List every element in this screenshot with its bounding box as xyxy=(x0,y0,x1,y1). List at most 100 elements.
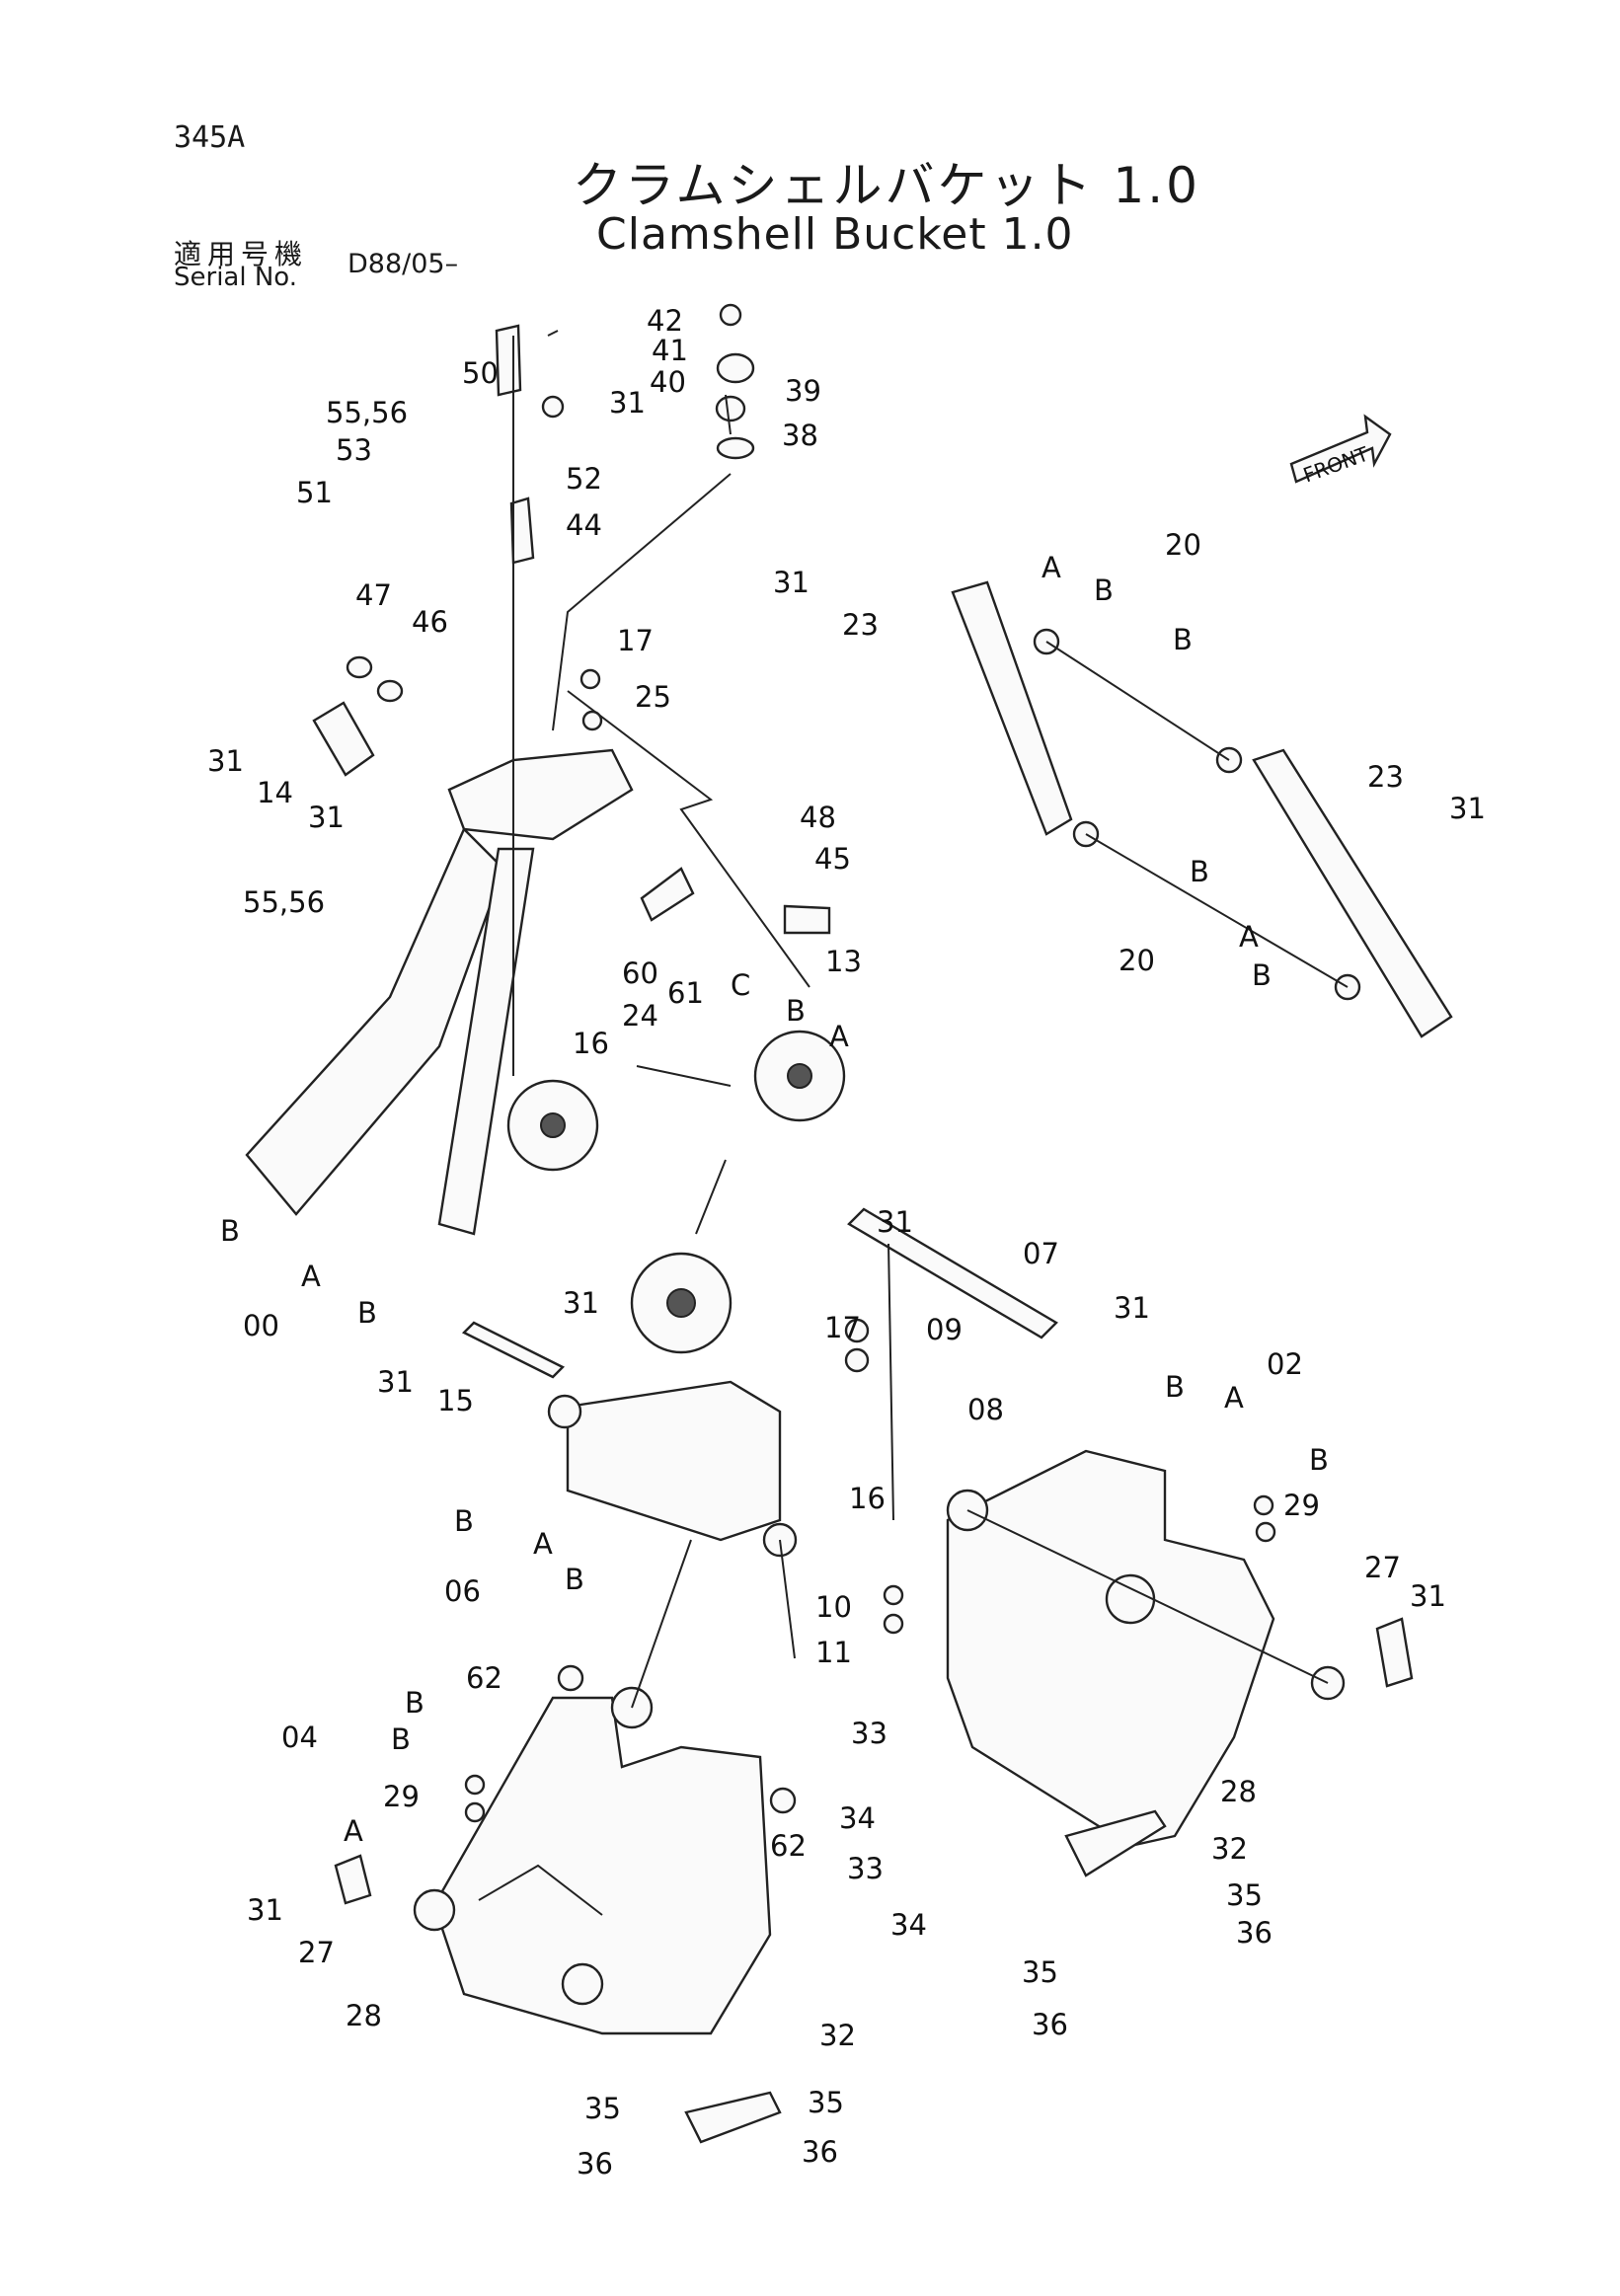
callout-a-2: A xyxy=(829,1020,849,1053)
callout-14: 14 xyxy=(257,776,293,809)
callout-04: 04 xyxy=(281,1721,318,1754)
callout-39: 39 xyxy=(785,374,821,408)
callout-b-6: B xyxy=(220,1214,240,1248)
callout-31-c: 31 xyxy=(207,744,244,778)
callout-25: 25 xyxy=(635,680,671,714)
callout-31-h: 31 xyxy=(563,1286,599,1320)
callout-23-a: 23 xyxy=(842,608,879,642)
callout-45: 45 xyxy=(814,842,851,876)
callout-b-1: B xyxy=(1094,574,1114,607)
callout-36-a: 36 xyxy=(1236,1916,1273,1950)
callout-31-i: 31 xyxy=(377,1365,414,1399)
title-english: Clamshell Bucket 1.0 xyxy=(596,209,1074,260)
callout-09: 09 xyxy=(926,1313,963,1346)
serial-label-japanese: 適用号機 xyxy=(174,238,309,270)
callout-62-a: 62 xyxy=(466,1661,502,1695)
callout-31-d: 31 xyxy=(308,801,345,834)
callout-34-a: 34 xyxy=(839,1801,876,1835)
callout-33-b: 33 xyxy=(847,1852,884,1885)
callout-b-3: B xyxy=(786,994,806,1028)
callout-35-d: 35 xyxy=(808,2086,844,2119)
callout-a-7: A xyxy=(344,1814,363,1848)
callout-b-11: B xyxy=(565,1563,584,1596)
callout-47: 47 xyxy=(355,578,392,612)
callout-31-g: 31 xyxy=(1114,1291,1150,1325)
callout-b-12: B xyxy=(405,1686,424,1720)
callout-53: 53 xyxy=(336,433,372,467)
callout-02: 02 xyxy=(1267,1347,1303,1381)
callout-17-b: 17 xyxy=(824,1311,861,1344)
front-arrow-icon: FRONT xyxy=(1289,414,1392,487)
callout-a-3: A xyxy=(1239,920,1259,954)
serial-number-value: D88/05– xyxy=(347,249,459,279)
callout-31-a: 31 xyxy=(609,386,646,420)
callout-15: 15 xyxy=(437,1384,474,1417)
callout-28-a: 28 xyxy=(1220,1775,1257,1808)
callout-40: 40 xyxy=(650,365,686,399)
callout-07: 07 xyxy=(1023,1237,1059,1270)
callout-33-a: 33 xyxy=(851,1717,887,1750)
callout-b-5: B xyxy=(1252,958,1272,992)
callout-17-a: 17 xyxy=(617,624,654,657)
callout-50: 50 xyxy=(462,356,499,390)
callout-24: 24 xyxy=(622,999,658,1033)
callout-52: 52 xyxy=(566,462,602,496)
callout-a-5: A xyxy=(1224,1381,1244,1415)
callout-31-f: 31 xyxy=(877,1205,913,1239)
serial-label-english: Serial No. xyxy=(174,263,297,292)
callout-labels: 42 41 40 39 38 31 50 55,56 53 52 51 44 3… xyxy=(207,304,1486,2181)
callout-27-a: 27 xyxy=(1364,1551,1401,1584)
callout-48: 48 xyxy=(800,801,836,834)
callout-62-b: 62 xyxy=(770,1829,807,1863)
callout-b-2: B xyxy=(1173,623,1193,656)
callout-31-k: 31 xyxy=(247,1893,283,1927)
callout-35-a: 35 xyxy=(1226,1878,1263,1912)
callout-a-4: A xyxy=(301,1260,321,1293)
callout-38: 38 xyxy=(782,419,818,452)
callout-36-c: 36 xyxy=(577,2147,613,2181)
callout-42: 42 xyxy=(647,304,683,338)
title-japanese: クラムシェルバケット 1.0 xyxy=(573,157,1200,214)
callout-b-7: B xyxy=(357,1296,377,1330)
bucket-shell-left xyxy=(413,1686,782,2144)
callout-31-e: 31 xyxy=(1449,792,1486,825)
guide-lines xyxy=(478,330,1349,1916)
link-arms xyxy=(951,580,1453,1038)
callout-44: 44 xyxy=(566,508,602,542)
callout-06: 06 xyxy=(444,1574,481,1608)
callout-36-b: 36 xyxy=(1032,2008,1068,2041)
callout-31-j: 31 xyxy=(1410,1579,1446,1613)
callout-00: 00 xyxy=(243,1309,279,1342)
lower-sheave-block xyxy=(461,1252,798,1558)
callout-23-b: 23 xyxy=(1367,760,1404,794)
callout-32-b: 32 xyxy=(819,2019,856,2052)
callout-b-8: B xyxy=(1165,1370,1185,1404)
callout-b-4: B xyxy=(1190,855,1209,888)
page-code: 345A xyxy=(174,120,246,155)
callout-a-6: A xyxy=(533,1527,553,1561)
callout-28-b: 28 xyxy=(346,1999,382,2032)
callout-34-b: 34 xyxy=(890,1908,927,1942)
callout-36-d: 36 xyxy=(802,2135,838,2169)
callout-46: 46 xyxy=(412,605,448,639)
top-sheave-block xyxy=(245,748,846,1236)
callout-55-56-a: 55,56 xyxy=(326,396,408,429)
callout-27-b: 27 xyxy=(298,1936,335,1969)
callout-b-10: B xyxy=(454,1504,474,1538)
callout-29-b: 29 xyxy=(383,1780,420,1813)
callout-b-13: B xyxy=(391,1722,411,1756)
callout-29-a: 29 xyxy=(1283,1489,1320,1522)
callout-11: 11 xyxy=(815,1636,852,1669)
callout-20-a: 20 xyxy=(1165,528,1201,562)
callout-16-a: 16 xyxy=(573,1027,609,1060)
callout-b-9: B xyxy=(1309,1443,1329,1477)
callout-13: 13 xyxy=(825,945,862,978)
callout-10: 10 xyxy=(815,1590,852,1624)
callout-35-c: 35 xyxy=(584,2092,621,2125)
callout-08: 08 xyxy=(967,1393,1004,1426)
callout-60: 60 xyxy=(622,957,658,990)
callout-41: 41 xyxy=(652,334,688,367)
callout-a-1: A xyxy=(1041,551,1061,584)
callout-61: 61 xyxy=(667,976,704,1010)
